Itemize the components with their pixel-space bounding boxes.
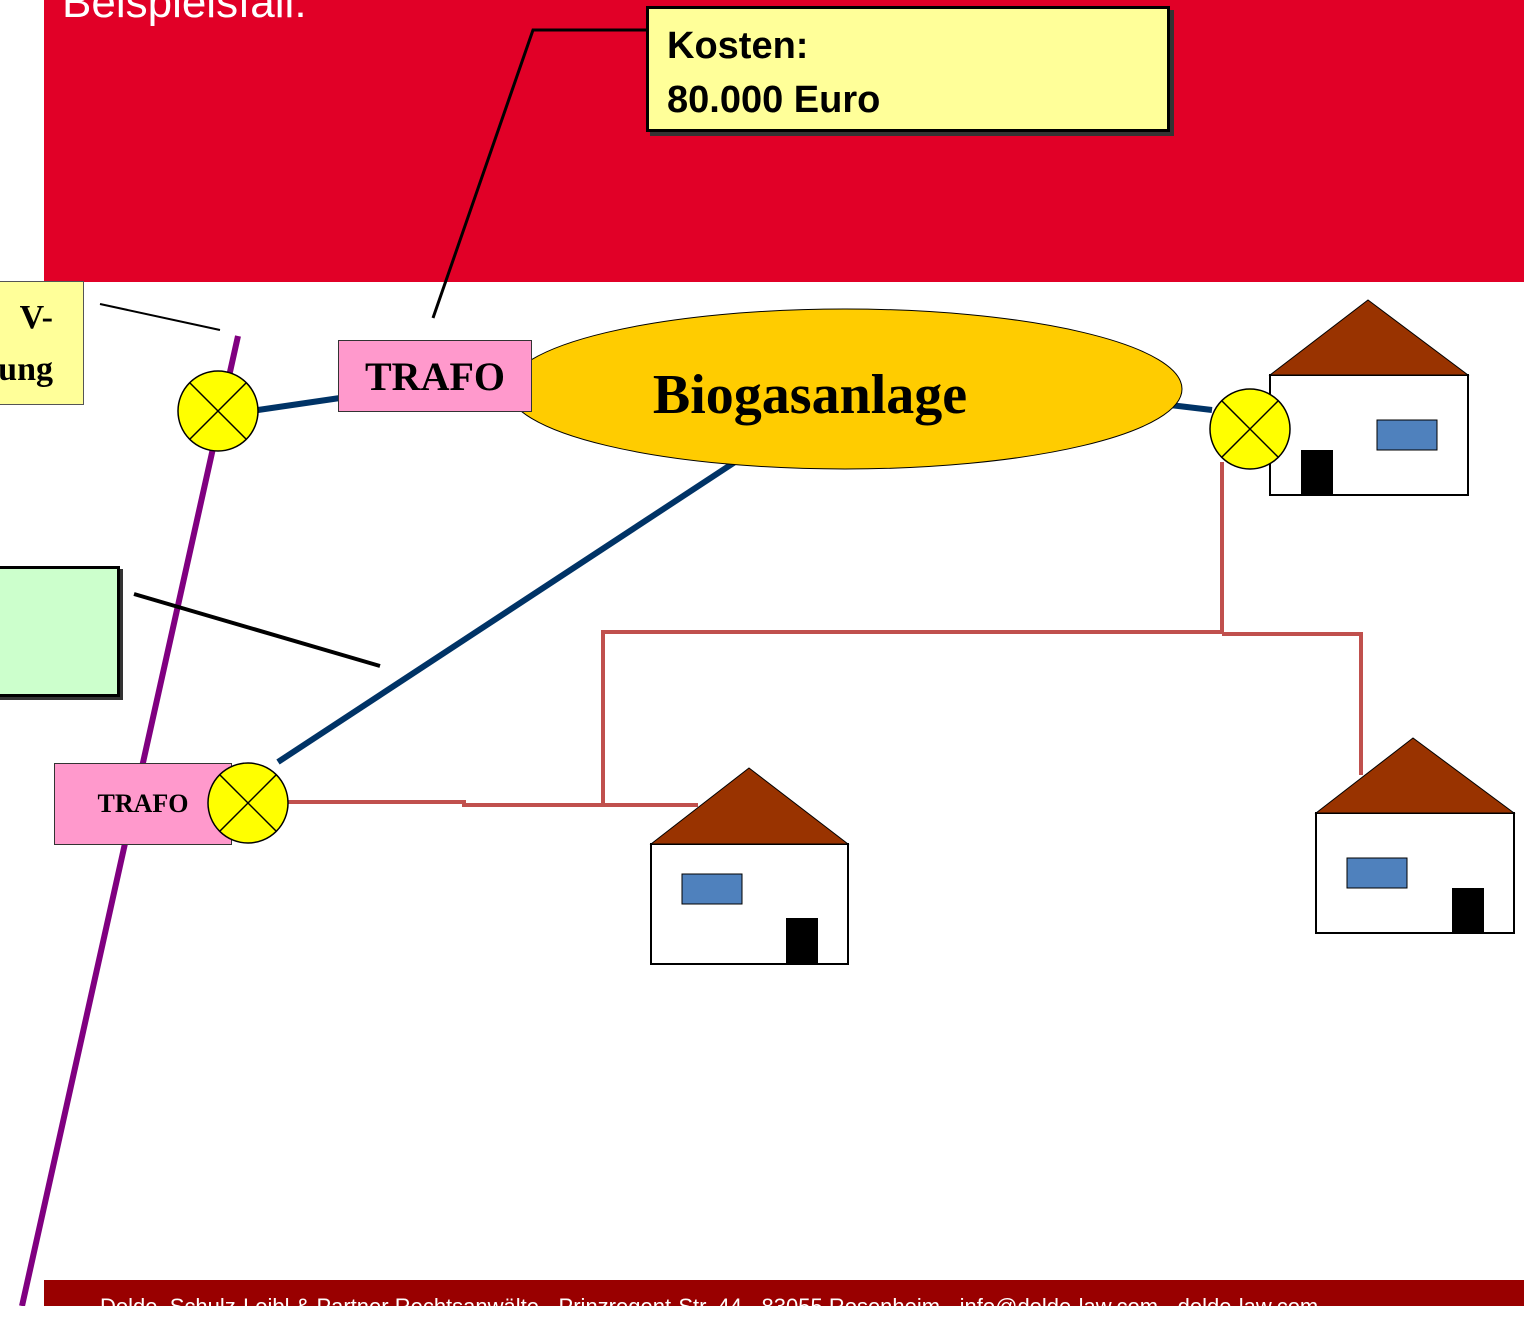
house-top-right <box>1268 299 1470 496</box>
red-line-lower <box>288 800 698 807</box>
line-callout-line1: V- <box>19 299 53 336</box>
biogas-label: Biogasanlage <box>652 364 968 426</box>
junction-top-left-icon <box>177 370 259 452</box>
house-bottom-middle <box>649 767 850 965</box>
cost-callout-line2: 80.000 Euro <box>667 79 881 121</box>
green-callout <box>0 566 120 697</box>
red-line-right-house <box>1222 632 1363 775</box>
junction-bottom-left-icon <box>207 762 289 844</box>
line-callout-leader <box>99 303 221 331</box>
junction-top-right-icon <box>1209 388 1291 470</box>
footer-band <box>44 1280 1524 1306</box>
cost-callout-line1: Kosten: <box>667 25 809 67</box>
trafo-bottom-box: TRAFO <box>54 763 232 845</box>
red-line-branch <box>601 462 1224 805</box>
house-bottom-right <box>1314 737 1516 934</box>
cost-callout: Kosten: 80.000 Euro <box>646 6 1170 132</box>
trafo-top-label: TRAFO <box>365 353 505 399</box>
cost-callout-leader <box>431 28 647 319</box>
slide-title: Beispielsfall: <box>62 0 307 27</box>
navy-line-right <box>1169 402 1213 413</box>
trafo-top-box: TRAFO <box>338 340 532 412</box>
footer-text: Dolde, Schulz-Loibl & Partner Rechtsanwä… <box>100 1294 1319 1319</box>
line-callout: V- ung <box>0 281 84 405</box>
navy-line-top <box>257 395 341 413</box>
navy-line-diagonal <box>276 459 737 765</box>
trafo-bottom-label: TRAFO <box>97 789 189 818</box>
green-callout-leader <box>133 592 381 668</box>
line-callout-line2: ung <box>0 351 53 388</box>
